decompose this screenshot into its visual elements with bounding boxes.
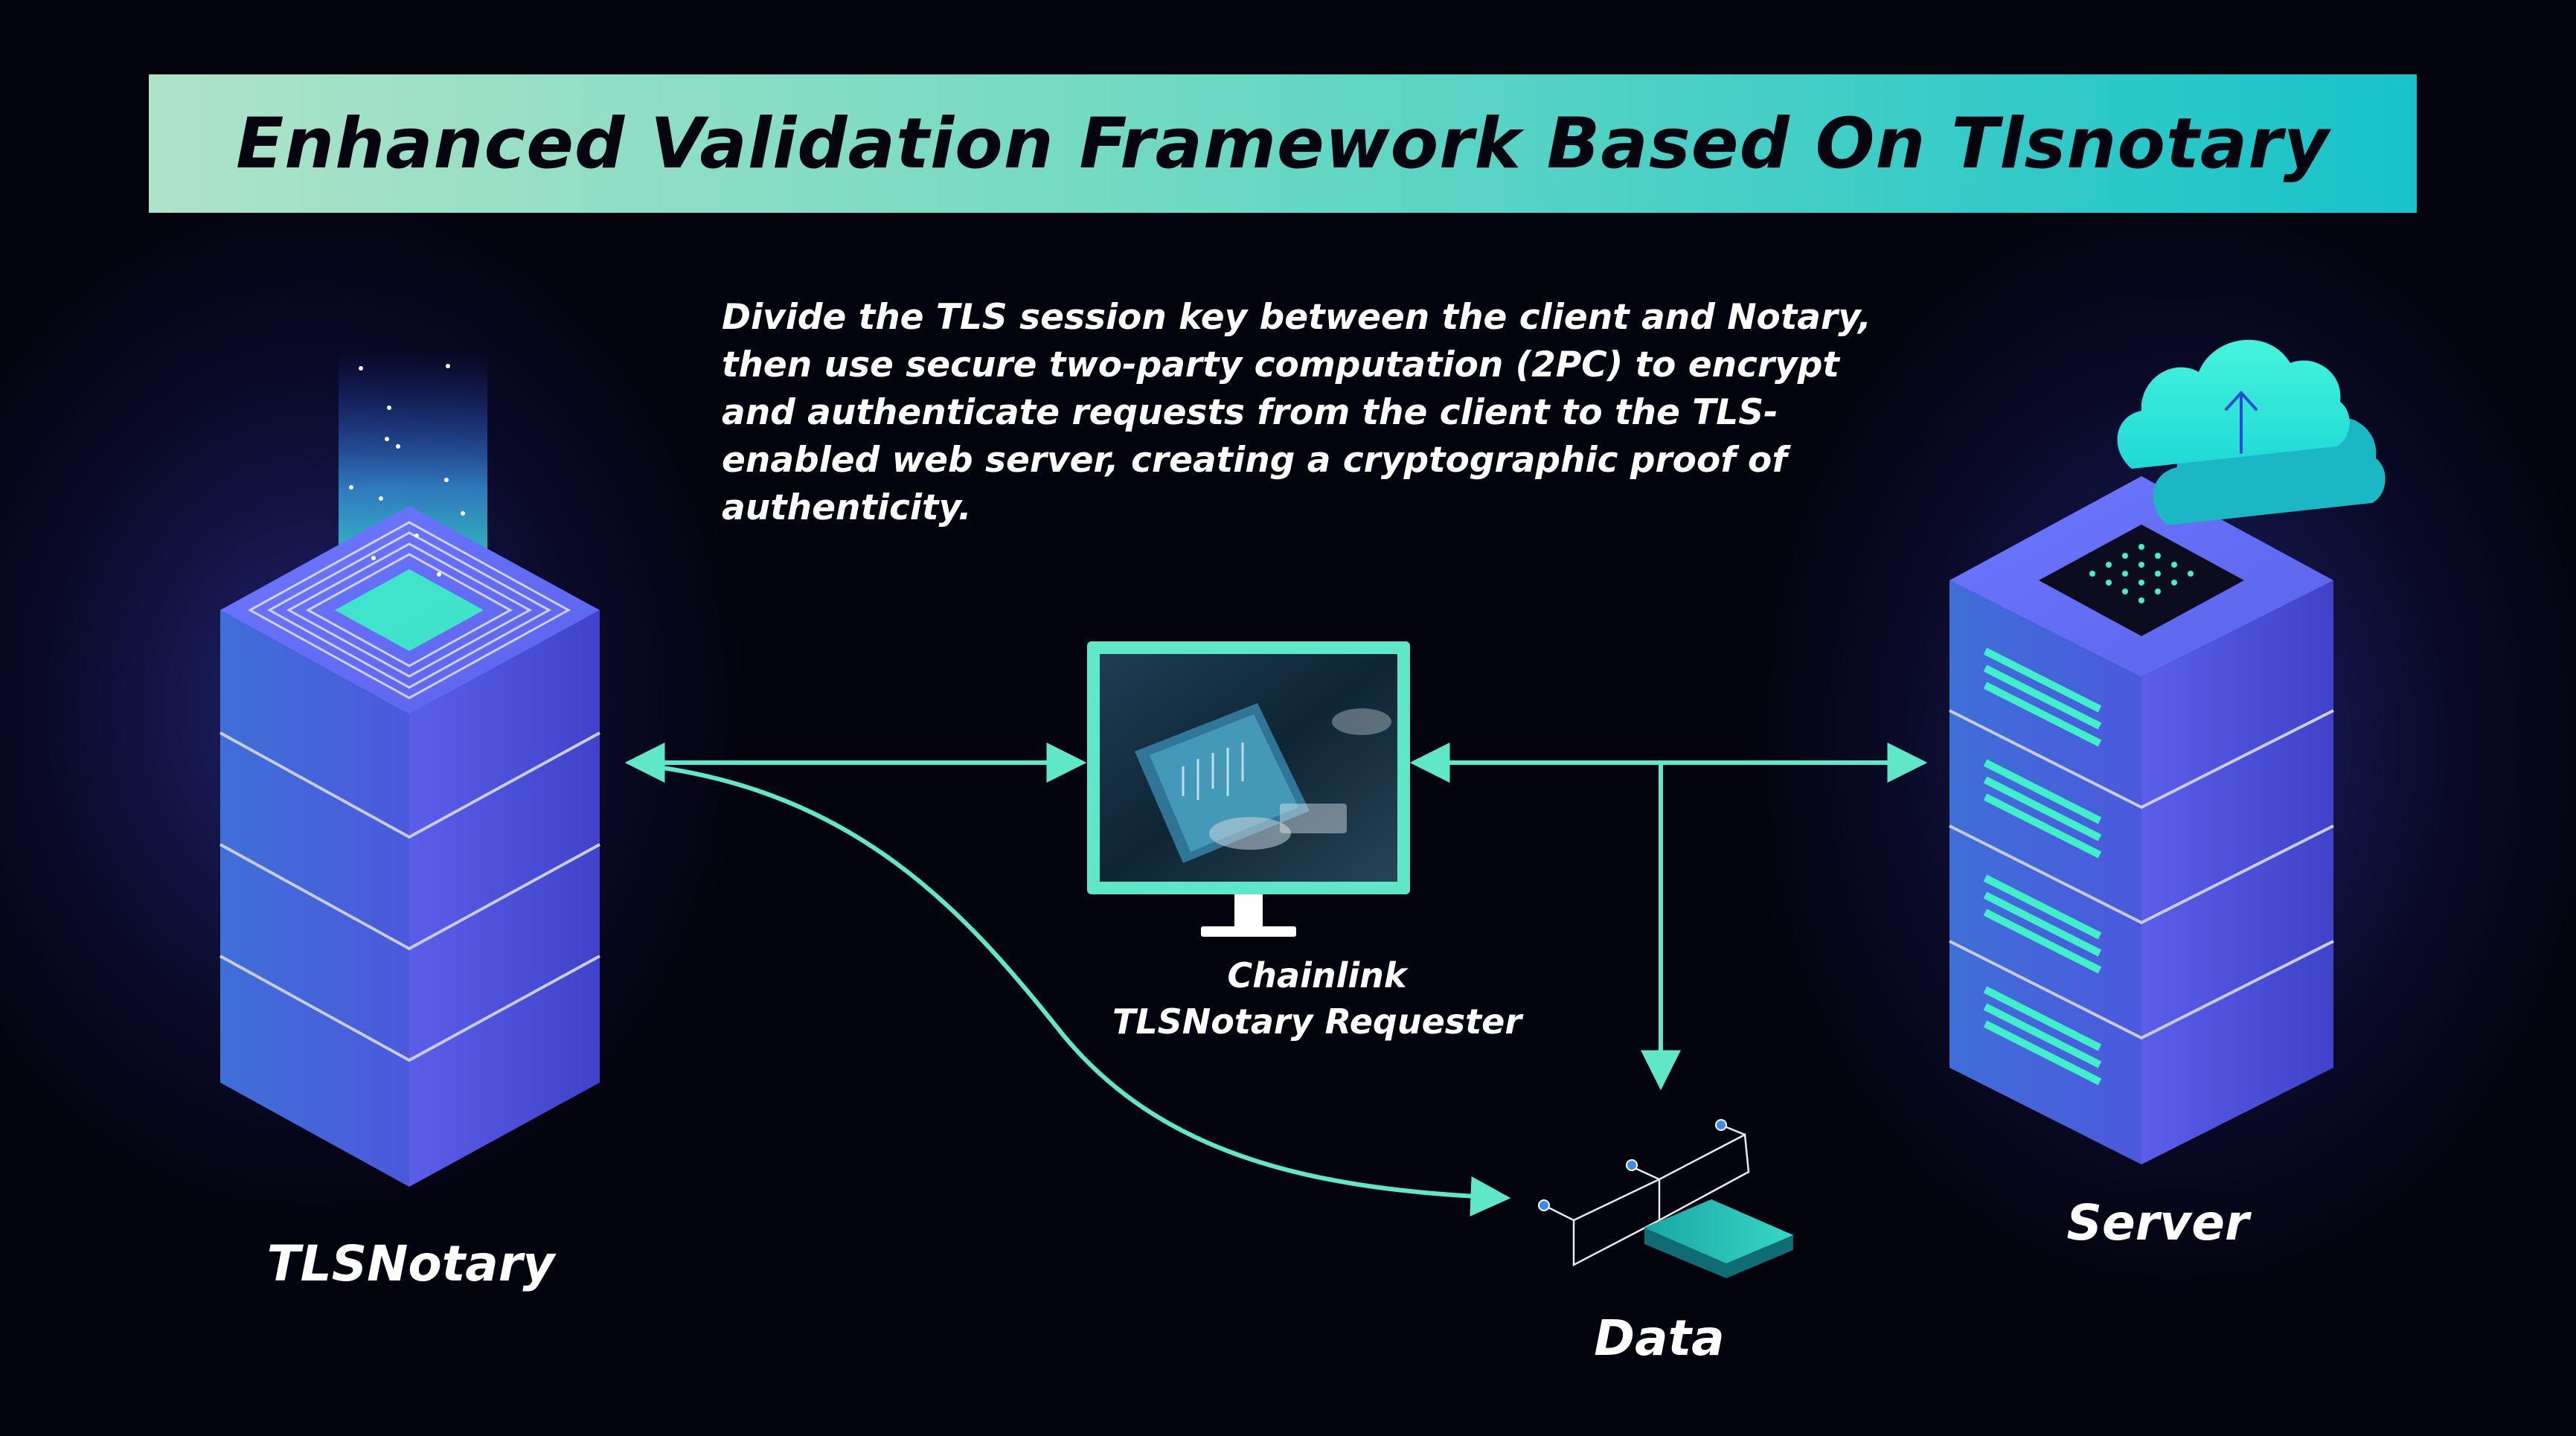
server-label: Server (2066, 1194, 2249, 1251)
tlsnotary-label: TLSNotary (266, 1235, 555, 1292)
cloud-upload-icon (2117, 339, 2386, 525)
title-banner: Enhanced Validation Framework Based On T… (149, 74, 2417, 213)
tlsnotary-tower-icon (220, 350, 600, 1187)
data-label: Data (1594, 1310, 1725, 1367)
data-circuit-icon (1538, 1119, 1793, 1278)
tlsnotary-data-link (639, 763, 1511, 1217)
server-rack-icon (1949, 476, 2334, 1164)
page-title: Enhanced Validation Framework Based On T… (236, 103, 2330, 185)
connector-lines (624, 743, 1928, 1217)
requester-label: Chainlink TLSNotary Requester (1057, 952, 1577, 1045)
requester-label-line1: Chainlink (1227, 955, 1407, 996)
requester-label-line2: TLSNotary Requester (1112, 1001, 1522, 1042)
monitor-icon (1087, 641, 1410, 937)
upload-arrow-icon (2225, 391, 2258, 454)
description-text: Divide the TLS session key between the c… (722, 297, 1872, 528)
